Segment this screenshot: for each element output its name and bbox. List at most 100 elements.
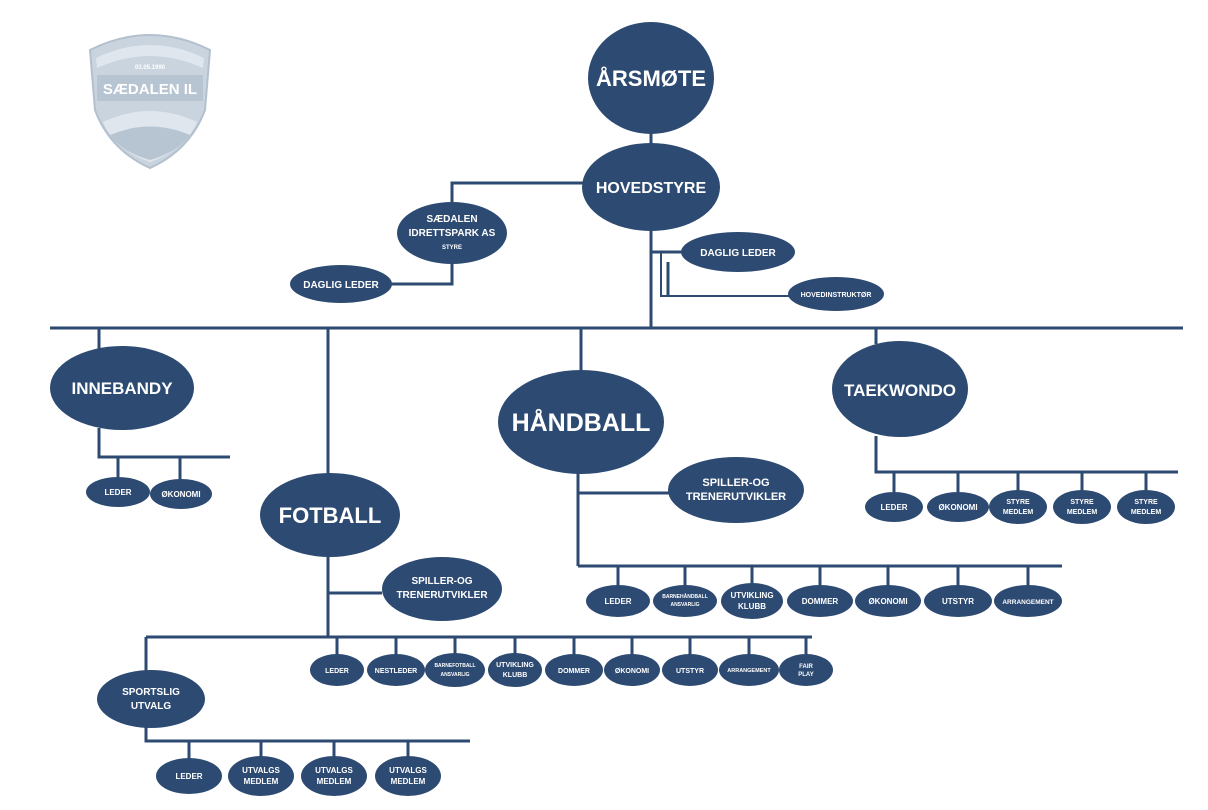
fb-barne-line2: ANSVARLIG bbox=[440, 672, 469, 678]
hb-arrangement-label: ARRANGEMENT bbox=[1002, 599, 1053, 606]
tkd-okonomi-label: ØKONOMI bbox=[938, 503, 977, 512]
hb-leder: LEDER bbox=[586, 585, 650, 617]
node-handball: HÅNDBALL bbox=[498, 370, 664, 474]
fb-utstyr: UTSTYR bbox=[662, 654, 718, 686]
hb-dommer: DOMMER bbox=[787, 585, 853, 617]
tkd-styre-1-line2: MEDLEM bbox=[1003, 509, 1034, 516]
su-medlem-1-line1: UTVALGS bbox=[242, 766, 280, 775]
hb-leder-label: LEDER bbox=[604, 597, 631, 606]
sportslig-line2: UTVALG bbox=[131, 701, 172, 712]
logo-name: SÆDALEN IL bbox=[103, 81, 197, 98]
fb-barne-line1: BARNEFOTBALL bbox=[434, 663, 475, 669]
logo-founded: 03.05.1990 bbox=[135, 65, 166, 71]
node-hovedstyre: HOVEDSTYRE bbox=[582, 143, 720, 231]
club-logo: 03.05.1990 SÆDALEN IL bbox=[88, 34, 212, 170]
fb-arrangement: ARRANGEMENT bbox=[719, 654, 779, 686]
fb-okonomi-label: ØKONOMI bbox=[615, 668, 649, 675]
tkd-leder-label: LEDER bbox=[880, 503, 907, 512]
fb-fairplay-line2: PLAY bbox=[798, 672, 813, 678]
su-medlem-3-line1: UTVALGS bbox=[389, 766, 427, 775]
node-arsmote-label: ÅRSMØTE bbox=[596, 65, 706, 91]
node-daglig-leder-main: DAGLIG LEDER bbox=[681, 232, 795, 272]
su-medlem-2-line2: MEDLEM bbox=[317, 777, 352, 786]
hb-barne-line2: ANSVARLIG bbox=[670, 602, 699, 608]
tkd-styre-1-line1: STYRE bbox=[1006, 499, 1030, 506]
node-innebandy-label: INNEBANDY bbox=[71, 379, 173, 398]
fb-fairplay-line1: FAIR bbox=[799, 664, 813, 670]
innebandy-leder-label: LEDER bbox=[104, 488, 131, 497]
fb-dommer: DOMMER bbox=[545, 654, 603, 686]
handball-spiller-trenerutvikler: SPILLER-OG TRENERUTVIKLER bbox=[668, 457, 804, 523]
tkd-styre-medlem-1: STYRE MEDLEM bbox=[989, 490, 1047, 524]
node-fotball-label: FOTBALL bbox=[279, 503, 382, 528]
tkd-styre-medlem-3: STYRE MEDLEM bbox=[1117, 490, 1175, 524]
node-fotball: FOTBALL bbox=[260, 473, 400, 557]
node-daglig-leder-main-label: DAGLIG LEDER bbox=[700, 248, 776, 259]
fotball-spiller-line1: SPILLER-OG bbox=[411, 576, 472, 587]
handball-spiller-line2: TRENERUTVIKLER bbox=[686, 491, 786, 503]
fb-utstyr-label: UTSTYR bbox=[676, 668, 704, 675]
fb-barnefotball-ansvarlig: BARNEFOTBALL ANSVARLIG bbox=[425, 653, 485, 687]
hb-okonomi-label: ØKONOMI bbox=[868, 597, 907, 606]
handball-spiller-line1: SPILLER-OG bbox=[702, 477, 769, 489]
tkd-styre-2-line2: MEDLEM bbox=[1067, 509, 1098, 516]
su-utvalgsmedlem-3: UTVALGS MEDLEM bbox=[375, 756, 441, 796]
node-idrettspark: SÆDALEN IDRETTSPARK AS STYRE bbox=[397, 202, 507, 264]
node-idrettspark-line1: SÆDALEN bbox=[426, 214, 477, 225]
node-taekwondo-label: TAEKWONDO bbox=[844, 381, 956, 400]
node-idrettspark-line2: IDRETTSPARK AS bbox=[409, 228, 496, 239]
hb-dommer-label: DOMMER bbox=[802, 597, 839, 606]
hb-okonomi: ØKONOMI bbox=[855, 585, 921, 617]
fb-arrangement-label: ARRANGEMENT bbox=[727, 668, 771, 674]
innebandy-leder: LEDER bbox=[86, 477, 150, 507]
innebandy-okonomi-label: ØKONOMI bbox=[161, 490, 200, 499]
hb-utvikling-line1: UTVIKLING bbox=[730, 591, 773, 600]
node-idrettspark-line3: STYRE bbox=[442, 245, 462, 251]
connector-lines bbox=[50, 128, 1183, 760]
tkd-leder: LEDER bbox=[865, 492, 923, 522]
sportslig-utvalg: SPORTSLIG UTVALG bbox=[97, 670, 205, 728]
node-handball-label: HÅNDBALL bbox=[512, 408, 651, 437]
fb-okonomi: ØKONOMI bbox=[604, 654, 660, 686]
tkd-okonomi: ØKONOMI bbox=[927, 492, 989, 522]
fotball-spiller-trenerutvikler: SPILLER-OG TRENERUTVIKLER bbox=[382, 557, 502, 621]
fb-utvikling-line1: UTVIKLING bbox=[496, 662, 534, 669]
fb-leder: LEDER bbox=[310, 654, 364, 686]
su-utvalgsmedlem-1: UTVALGS MEDLEM bbox=[228, 756, 294, 796]
node-hovedinstruktor-label: HOVEDINSTRUKTØR bbox=[801, 292, 872, 299]
tkd-styre-2-line1: STYRE bbox=[1070, 499, 1094, 506]
fb-fair-play: FAIR PLAY bbox=[779, 654, 833, 686]
node-taekwondo: TAEKWONDO bbox=[832, 341, 968, 437]
su-medlem-2-line1: UTVALGS bbox=[315, 766, 353, 775]
node-hovedinstruktor: HOVEDINSTRUKTØR bbox=[788, 277, 884, 311]
fb-utvikling-line2: KLUBB bbox=[503, 672, 528, 679]
node-innebandy: INNEBANDY bbox=[50, 346, 194, 430]
fb-leder-label: LEDER bbox=[325, 668, 349, 675]
su-utvalgsmedlem-2: UTVALGS MEDLEM bbox=[301, 756, 367, 796]
innebandy-okonomi: ØKONOMI bbox=[150, 479, 212, 509]
su-leder-label: LEDER bbox=[175, 772, 202, 781]
hb-barne-line1: BARNEHÅNDBALL bbox=[662, 593, 708, 600]
node-hovedstyre-label: HOVEDSTYRE bbox=[596, 180, 707, 197]
su-medlem-3-line2: MEDLEM bbox=[391, 777, 426, 786]
su-medlem-1-line2: MEDLEM bbox=[244, 777, 279, 786]
node-daglig-leder-park-label: DAGLIG LEDER bbox=[303, 280, 379, 291]
tkd-styre-medlem-2: STYRE MEDLEM bbox=[1053, 490, 1111, 524]
su-leder: LEDER bbox=[156, 758, 222, 794]
hb-utvikling-klubb: UTVIKLING KLUBB bbox=[721, 583, 783, 619]
tkd-styre-3-line2: MEDLEM bbox=[1131, 509, 1162, 516]
hb-utstyr: UTSTYR bbox=[924, 585, 992, 617]
fb-nestleder: NESTLEDER bbox=[367, 654, 425, 686]
hb-arrangement: ARRANGEMENT bbox=[994, 585, 1062, 617]
fb-nestleder-label: NESTLEDER bbox=[375, 668, 417, 675]
hb-utvikling-line2: KLUBB bbox=[738, 602, 766, 611]
hb-barnehandball-ansvarlig: BARNEHÅNDBALL ANSVARLIG bbox=[653, 585, 717, 617]
node-arsmote: ÅRSMØTE bbox=[588, 22, 714, 134]
fb-dommer-label: DOMMER bbox=[558, 668, 590, 675]
sportslig-line1: SPORTSLIG bbox=[122, 687, 180, 698]
hb-utstyr-label: UTSTYR bbox=[942, 597, 974, 606]
fb-utvikling-klubb: UTVIKLING KLUBB bbox=[488, 653, 542, 687]
tkd-styre-3-line1: STYRE bbox=[1134, 499, 1158, 506]
node-daglig-leder-park: DAGLIG LEDER bbox=[290, 265, 392, 303]
